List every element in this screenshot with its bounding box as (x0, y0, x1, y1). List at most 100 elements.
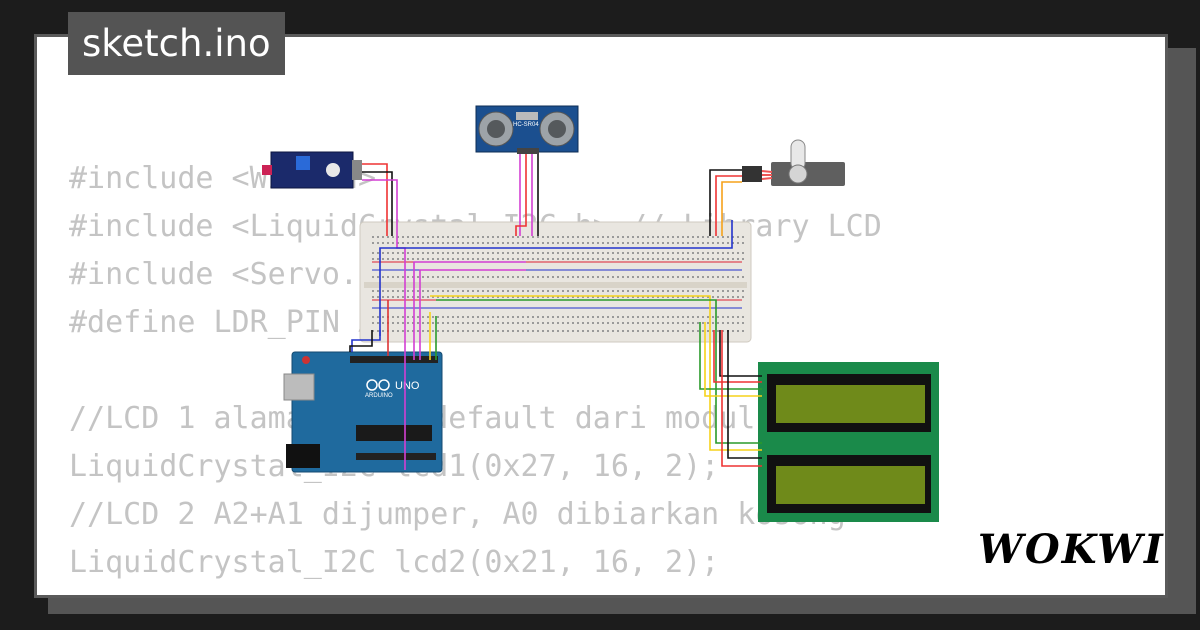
breadboard-hole (697, 316, 699, 318)
breadboard-hole (632, 330, 634, 332)
breadboard-hole (677, 322, 679, 324)
breadboard-hole (452, 330, 454, 332)
breadboard-hole (702, 296, 704, 298)
breadboard-hole (637, 276, 639, 278)
breadboard-hole (727, 236, 729, 238)
breadboard-hole (722, 330, 724, 332)
breadboard-hole (597, 276, 599, 278)
breadboard-hole (417, 242, 419, 244)
breadboard-hole (407, 322, 409, 324)
breadboard-hole (437, 290, 439, 292)
breadboard-hole (507, 252, 509, 254)
breadboard-hole (687, 316, 689, 318)
breadboard-hole (647, 236, 649, 238)
breadboard-hole (577, 316, 579, 318)
breadboard-hole (447, 276, 449, 278)
breadboard-hole (417, 258, 419, 260)
breadboard-hole (372, 236, 374, 238)
breadboard-hole (482, 252, 484, 254)
breadboard-hole (447, 242, 449, 244)
breadboard-hole (657, 316, 659, 318)
breadboard-hole (402, 330, 404, 332)
breadboard-hole (607, 252, 609, 254)
breadboard-hole (452, 258, 454, 260)
breadboard-hole (652, 242, 654, 244)
breadboard-hole (712, 276, 714, 278)
breadboard-hole (587, 252, 589, 254)
breadboard-hole (562, 276, 564, 278)
breadboard-hole (712, 316, 714, 318)
breadboard-hole (477, 258, 479, 260)
breadboard-hole (732, 322, 734, 324)
breadboard-hole (542, 242, 544, 244)
breadboard-hole (422, 236, 424, 238)
ultrasonic-sensor[interactable]: HC-SR04 (475, 105, 579, 154)
breadboard-hole (692, 290, 694, 292)
arduino-uno[interactable]: UNO ARDUINO (283, 351, 443, 473)
breadboard-hole (427, 258, 429, 260)
breadboard-hole (627, 276, 629, 278)
breadboard-hole (547, 242, 549, 244)
breadboard-hole (722, 316, 724, 318)
breadboard-hole (732, 258, 734, 260)
breadboard-hole (467, 330, 469, 332)
breadboard-hole (522, 290, 524, 292)
breadboard-hole (422, 316, 424, 318)
breadboard-hole (717, 322, 719, 324)
breadboard-hole (457, 296, 459, 298)
breadboard-hole (387, 258, 389, 260)
breadboard-hole (507, 316, 509, 318)
breadboard-hole (552, 330, 554, 332)
sketch-title[interactable]: sketch.ino (68, 12, 285, 75)
breadboard-hole (427, 276, 429, 278)
breadboard-hole (502, 296, 504, 298)
breadboard-hole (442, 236, 444, 238)
breadboard-hole (572, 276, 574, 278)
breadboard-hole (662, 242, 664, 244)
breadboard-hole (602, 296, 604, 298)
code-line: LiquidCrystal_I2C lcd2(0x21, 16, 2); (69, 545, 720, 580)
breadboard-hole (562, 236, 564, 238)
breadboard-hole (382, 316, 384, 318)
breadboard-hole (392, 242, 394, 244)
breadboard-hole (402, 252, 404, 254)
breadboard-hole (382, 258, 384, 260)
breadboard-hole (567, 290, 569, 292)
breadboard-hole (527, 276, 529, 278)
breadboard[interactable] (359, 221, 752, 343)
breadboard-hole (657, 330, 659, 332)
breadboard-hole (487, 330, 489, 332)
breadboard-hole (637, 290, 639, 292)
breadboard-hole (422, 276, 424, 278)
breadboard-hole (612, 290, 614, 292)
breadboard-hole (492, 242, 494, 244)
breadboard-hole (707, 236, 709, 238)
breadboard-hole (382, 236, 384, 238)
breadboard-hole (667, 236, 669, 238)
breadboard-hole (717, 236, 719, 238)
breadboard-hole (602, 258, 604, 260)
breadboard-hole (477, 276, 479, 278)
breadboard-hole (437, 236, 439, 238)
breadboard-hole (447, 236, 449, 238)
breadboard-hole (552, 236, 554, 238)
breadboard-hole (587, 276, 589, 278)
servo-motor[interactable] (742, 139, 845, 186)
breadboard-hole (602, 276, 604, 278)
breadboard-hole (562, 296, 564, 298)
breadboard-hole (392, 316, 394, 318)
breadboard-hole (562, 322, 564, 324)
breadboard-hole (567, 258, 569, 260)
lcd-display-2[interactable] (767, 455, 931, 513)
wokwi-logo[interactable]: WOKWI (978, 526, 1165, 573)
ldr-sensor-module[interactable] (262, 151, 362, 189)
breadboard-hole (432, 322, 434, 324)
breadboard-hole (672, 290, 674, 292)
breadboard-hole (642, 330, 644, 332)
breadboard-hole (412, 296, 414, 298)
breadboard-hole (637, 316, 639, 318)
breadboard-hole (432, 296, 434, 298)
breadboard-hole (617, 290, 619, 292)
breadboard-hole (447, 322, 449, 324)
breadboard-hole (622, 258, 624, 260)
